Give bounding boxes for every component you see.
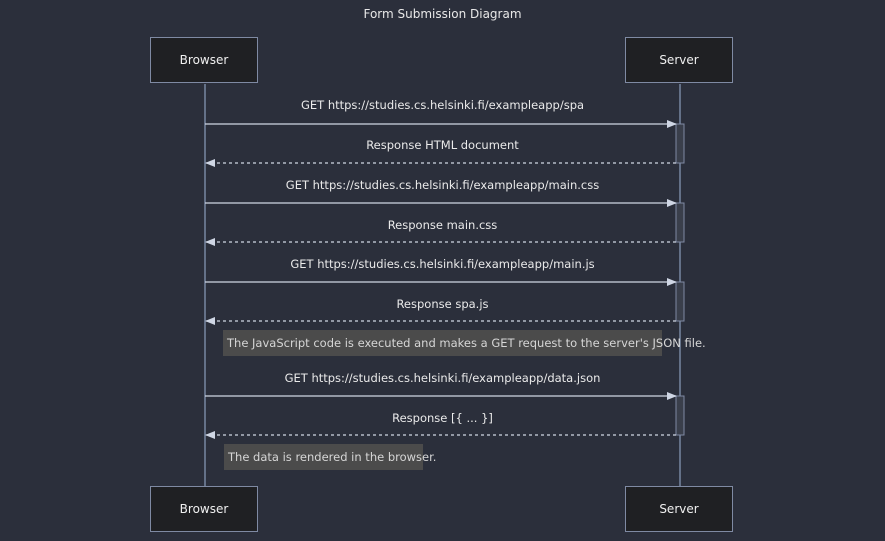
participant-browser-bottom: Browser [150,486,258,532]
participant-browser-top: Browser [150,37,258,83]
note: The JavaScript code is executed and make… [223,330,706,356]
diagram-title: Form Submission Diagram [363,7,522,21]
activation-server [675,202,685,243]
request-label: GET https://studies.cs.helsinki.fi/examp… [285,178,600,192]
request-label: GET https://studies.cs.helsinki.fi/examp… [284,371,601,385]
activation-server [675,281,685,322]
response-label: Response spa.js [396,297,489,311]
request-label: GET https://studies.cs.helsinki.fi/examp… [290,257,595,271]
note: The data is rendered in the browser. [224,444,436,470]
participant-server-top: Server [625,37,733,83]
activation-server [675,395,685,436]
response-label: Response HTML document [366,138,519,152]
request-label: GET https://studies.cs.helsinki.fi/examp… [300,98,585,112]
participant-server-bottom: Server [625,486,733,532]
activation-server [675,123,685,164]
response-label: Response main.css [387,218,498,232]
response-label: Response [{ ... }] [392,411,493,425]
